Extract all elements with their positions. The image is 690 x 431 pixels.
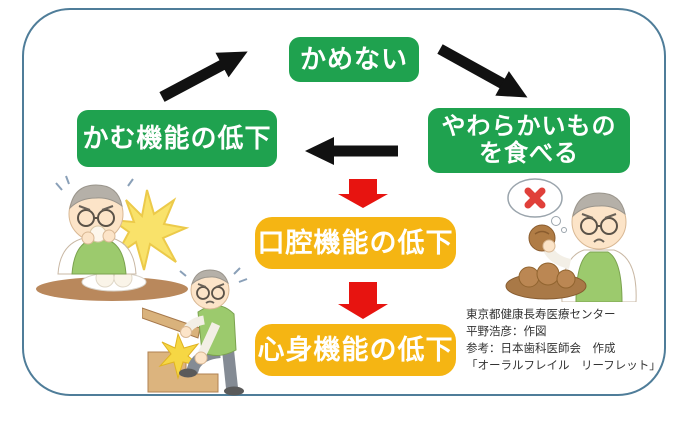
eat-soft-line2: を食べる [479,139,579,167]
man-climbing-stairs-illustration [142,267,248,396]
thought-bubble-dot [551,216,561,226]
flow-box-mind-body-decline-label: 心身機能の低下 [257,334,454,365]
worried-eyebrows [581,213,617,219]
attribution-line-4: 「オーラルフレイル リーフレット」 [466,360,661,372]
flow-box-cannot-chew: かめない [289,37,419,82]
gray-hair [69,184,123,210]
frown-mouth [205,300,215,304]
gray-hair [191,269,229,286]
hand [542,239,556,253]
flow-box-chewing-decline-label: かむ機能の低下 [82,122,272,153]
flow-box-oral-function-decline: 口腔機能の低下 [255,217,456,269]
shoe [224,386,244,396]
flow-box-eat-soft-foods: やわらかいもの を食べる [428,108,630,173]
hand [102,229,116,243]
bread [518,266,540,288]
strain-marks [179,267,248,283]
shoe [179,368,197,378]
frown-mouth [593,238,605,243]
hand [81,231,95,245]
flow-box-oral-function-decline-label: 口腔機能の低下 [257,227,454,258]
bread-detail [534,230,550,235]
hand-on-knee [194,351,208,365]
flow-box-cannot-chew-label: かめない [299,43,408,74]
gray-hair [572,192,626,218]
pain-flash-icon [108,189,190,271]
knee-pain-flash-icon [158,332,201,380]
attribution-text: 東京都健康長寿医療センター 平野浩彦：作図 参考：日本歯科医師会 作成 「オーラ… [466,307,674,375]
eat-soft-line1: やわらかいもの [441,112,617,140]
bread [536,262,560,286]
strain-marks [55,175,134,191]
attribution-line-2: 平野浩彦：作図 [466,326,547,338]
attribution-line-3: 参考：日本歯科医師会 作成 [466,343,616,355]
glasses [196,286,210,300]
worried-eyebrows [197,283,225,288]
flow-box-eat-soft-foods-label: やわらかいもの を食べる [441,112,617,168]
back-leg [222,349,238,389]
flow-box-chewing-decline: かむ機能の低下 [77,110,277,167]
worried-eyebrows [78,205,114,211]
hand-on-rail [180,326,192,338]
flow-box-mind-body-decline: 心身機能の低下 [255,324,456,376]
no-cross-icon [524,187,546,209]
man-eating-soft-food-illustration [505,178,637,302]
attribution-line-1: 東京都健康長寿医療センター [466,309,616,321]
thought-bubble-dot [561,227,567,233]
man-eating-hard-food-illustration [36,175,190,301]
green-vest [575,251,623,302]
bread [556,269,576,289]
